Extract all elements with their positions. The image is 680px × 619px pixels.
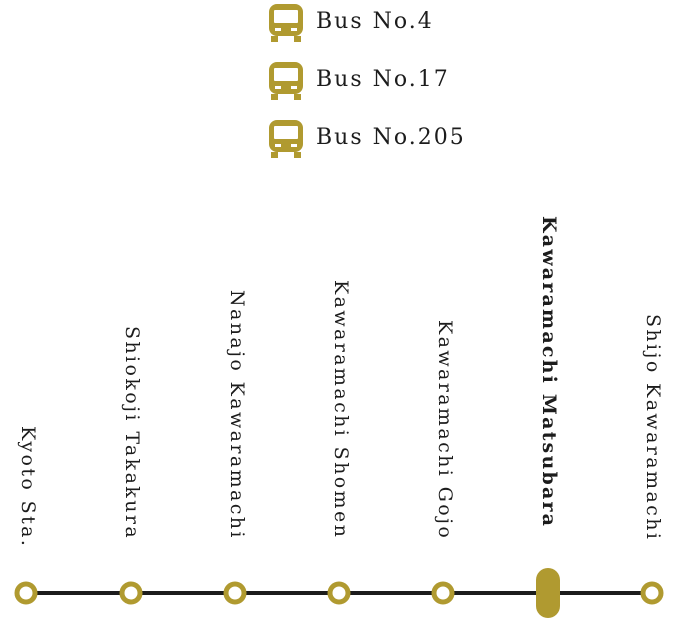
legend-label: Bus No.17 <box>316 67 450 92</box>
bus-icon <box>269 4 303 42</box>
stop-label-kawaramachi-shomen: Kawaramachi Shomen <box>330 280 352 540</box>
stop-marker-kawaramachi-shomen <box>327 581 351 605</box>
stop-marker-nanajo-kawaramachi <box>223 581 247 605</box>
stop-label-kawaramachi-matsubara: Kawaramachi Matsubara <box>538 216 560 529</box>
stop-label-kawaramachi-gojo: Kawaramachi Gojo <box>434 320 456 541</box>
bus-icon <box>269 62 303 100</box>
stop-marker-kawaramachi-gojo <box>431 581 455 605</box>
stop-marker-kyoto-sta <box>14 581 38 605</box>
legend-label: Bus No.4 <box>316 9 434 34</box>
legend-item-bus-4: Bus No.4 <box>268 2 498 42</box>
stop-label-kyoto-sta: Kyoto Sta. <box>17 426 39 549</box>
stop-label-nanajo-kawaramachi: Nanajo Kawaramachi <box>226 290 248 540</box>
stop-marker-kawaramachi-matsubara-current <box>536 568 560 618</box>
stop-marker-shiokoji-takakura <box>119 581 143 605</box>
bus-icon <box>269 120 303 158</box>
legend-label: Bus No.205 <box>316 125 466 150</box>
legend-item-bus-205: Bus No.205 <box>268 118 498 158</box>
stop-label-shijo-kawaramachi: Shijo Kawaramachi <box>642 314 664 542</box>
stop-label-shiokoji-takakura: Shiokoji Takakura <box>121 326 143 541</box>
stop-marker-shijo-kawaramachi <box>640 581 664 605</box>
legend-item-bus-17: Bus No.17 <box>268 60 498 100</box>
